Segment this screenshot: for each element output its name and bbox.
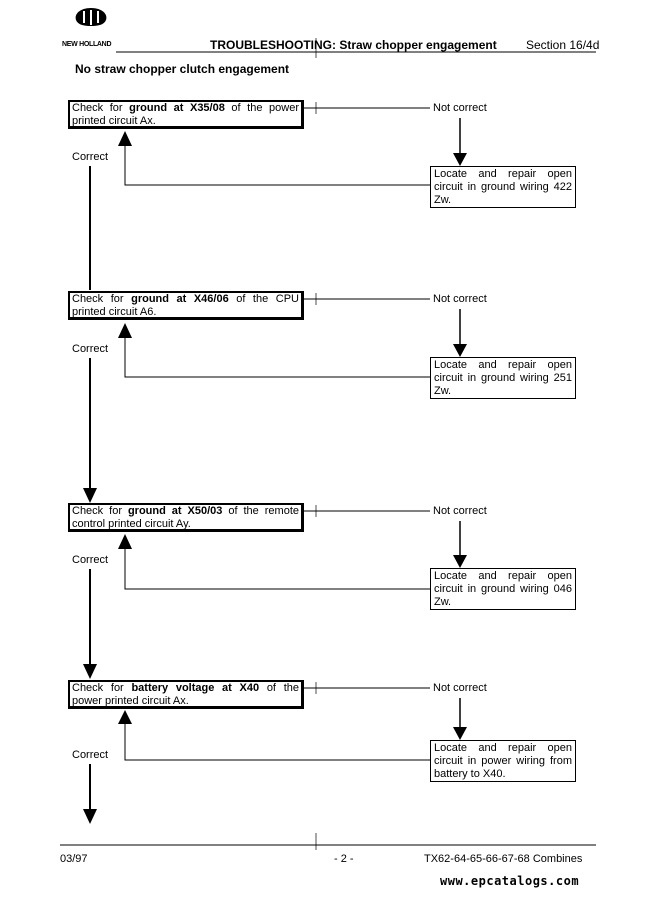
arrow-down xyxy=(453,344,467,357)
arrow-down xyxy=(453,555,467,568)
arrow-down xyxy=(453,153,467,166)
check-box-3: Check for ground at X50/03 of the remote… xyxy=(68,503,304,532)
repair-box-1: Locate and repair open circuit in ground… xyxy=(430,166,576,208)
not-correct-label-1: Not correct xyxy=(433,102,487,114)
correct-label-4: Correct xyxy=(72,749,109,761)
arrow-down xyxy=(453,727,467,740)
arrow-down xyxy=(83,488,97,503)
correct-label-3: Correct xyxy=(72,554,109,566)
repair-box-2: Locate and repair open circuit in ground… xyxy=(430,357,576,399)
arrow-up xyxy=(118,323,132,338)
not-correct-label-3: Not correct xyxy=(433,505,487,517)
arrow-up xyxy=(118,710,132,724)
correct-label-1: Correct xyxy=(72,151,109,163)
check-box-1: Check for ground at X35/08 of the power … xyxy=(68,100,304,129)
footer-models: TX62-64-65-66-67-68 Combines xyxy=(424,853,583,865)
not-correct-label-4: Not correct xyxy=(433,682,487,694)
check-box-2: Check for ground at X46/06 of the CPU pr… xyxy=(68,291,304,320)
repair-box-3: Locate and repair open circuit in ground… xyxy=(430,568,576,610)
footer-page-number: - 2 - xyxy=(334,853,354,865)
logo-text: NEW HOLLAND xyxy=(62,41,112,48)
watermark-url: www.epcatalogs.com xyxy=(440,874,580,888)
footer-date: 03/97 xyxy=(60,853,88,865)
correct-label-2: Correct xyxy=(72,343,109,355)
title-bold: TROUBLESHOOTING xyxy=(210,38,332,52)
arrow-up xyxy=(118,131,132,146)
arrow-down xyxy=(83,664,97,679)
repair-box-4: Locate and repair open circuit in power … xyxy=(430,740,576,782)
page-title: TROUBLESHOOTING: Straw chopper engagemen… xyxy=(210,38,497,52)
title-rest: : Straw chopper engagement xyxy=(332,38,497,52)
arrow-up xyxy=(118,534,132,549)
not-correct-label-2: Not correct xyxy=(433,293,487,305)
section-number: Section 16/4d xyxy=(526,38,600,52)
subtitle: No straw chopper clutch engagement xyxy=(75,62,290,76)
arrow-down xyxy=(83,809,97,824)
new-holland-logo-icon xyxy=(75,8,107,26)
check-box-4: Check for battery voltage at X40 of the … xyxy=(68,680,304,709)
